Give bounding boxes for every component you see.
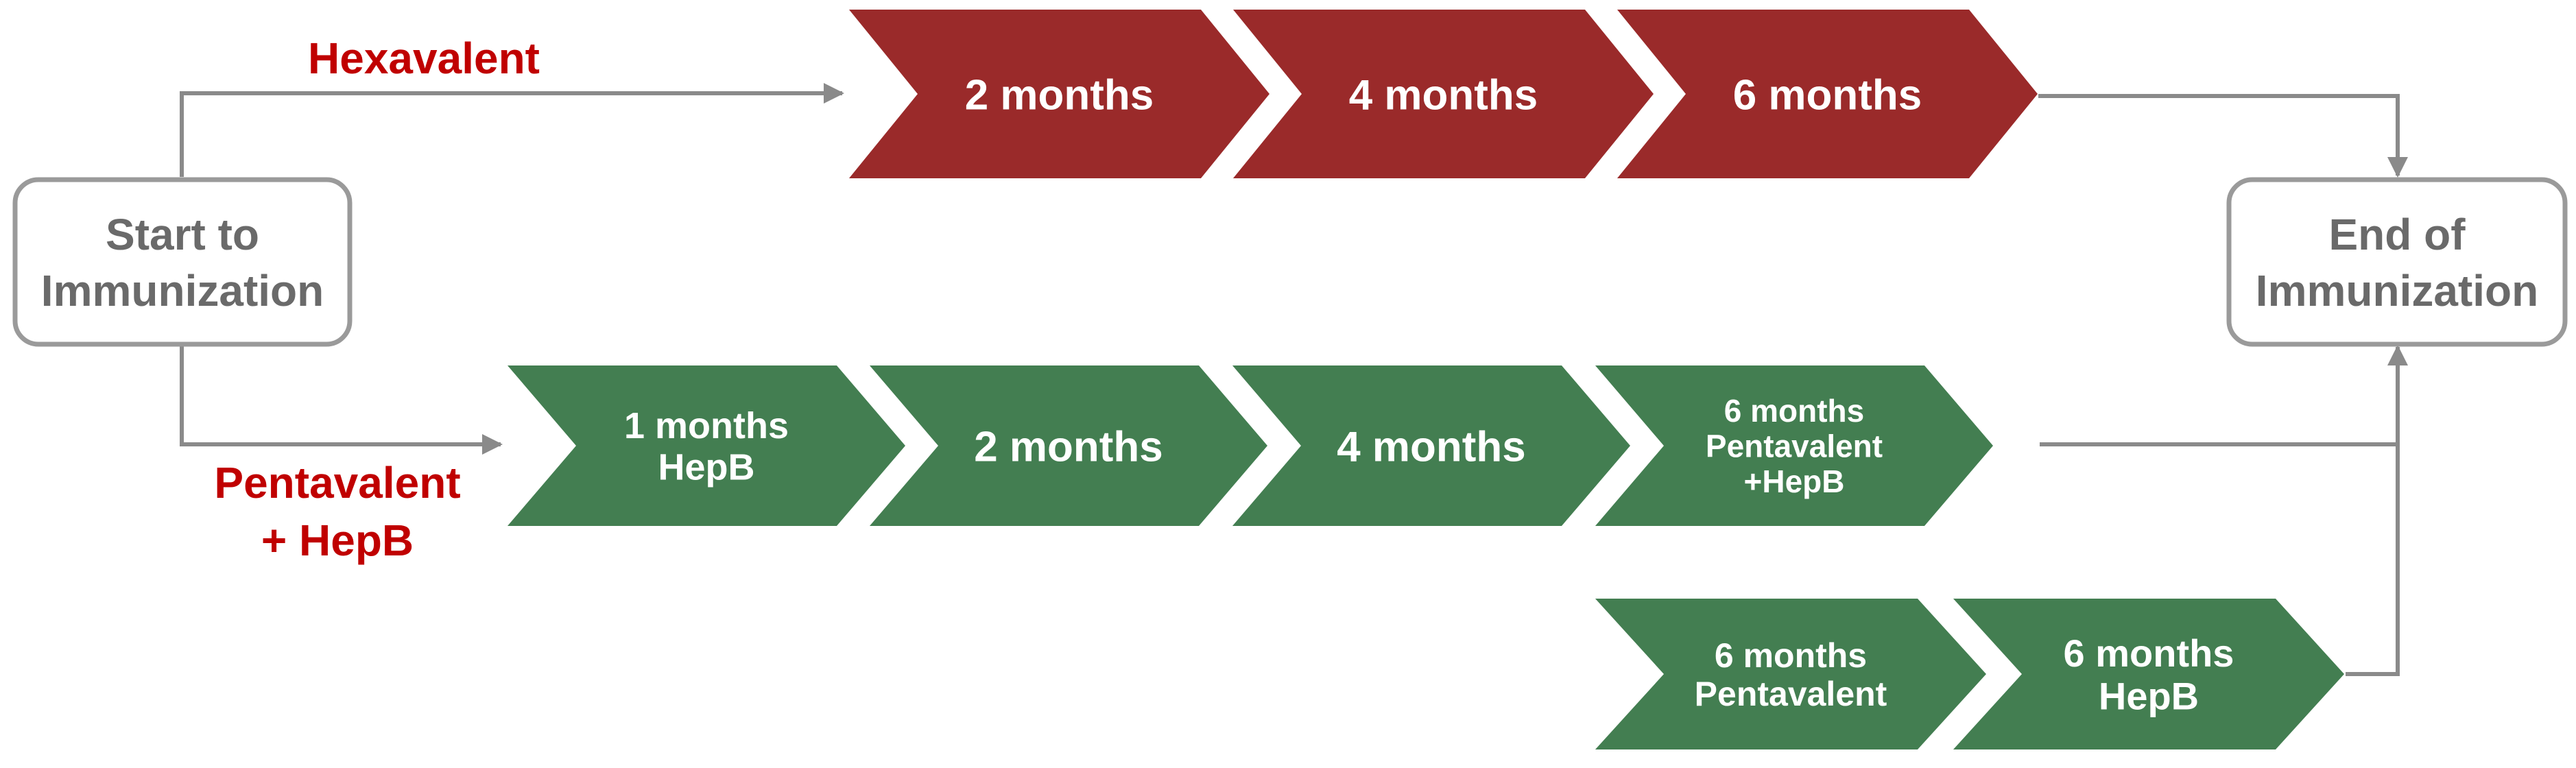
start-to-hexavalent-arrow	[180, 83, 844, 177]
alt-chevron-2	[1953, 599, 2344, 749]
hexavalent-step-1-text-line-1: 2 months	[965, 71, 1154, 119]
hexavalent-chevron-2	[1233, 10, 1654, 178]
alt-step-2-text-line-1: 6 months	[2064, 632, 2234, 675]
pentavalent-step-1-text-line-2: HepB	[658, 447, 754, 488]
start-to-pentavalent-arrow	[180, 346, 503, 455]
pentavalent-step-3-text-line-1: 4 months	[1337, 423, 1526, 470]
pentavalent-chevron-3	[1232, 365, 1630, 526]
connector-lines	[180, 83, 2408, 676]
pentavalent-step-4-text-line-3: +HepB	[1744, 464, 1845, 499]
pentavalent-label-line-1: Pentavalent	[214, 458, 460, 507]
pentavalent-label-line-2: + HepB	[261, 516, 414, 565]
pentavalent-step-4-text-line-1: 6 months	[1724, 393, 1864, 429]
start-box	[12, 177, 353, 347]
hexavalent-step-3-text-line-1: 6 months	[1733, 71, 1922, 119]
pentavalent-chevron-2	[870, 365, 1267, 526]
hexavalent-chevron-3	[1617, 10, 2038, 178]
hexavalent-label-line-1: Hexavalent	[308, 34, 540, 83]
terminal-boxes: Start to Immunization End of Immunization	[12, 177, 2568, 347]
alt-step-1-text-line-2: Pentavalent	[1695, 675, 1887, 713]
alt-step-1-text-line-1: 6 months	[1715, 636, 1867, 675]
hexavalent-step-2-text-line-1: 4 months	[1349, 71, 1538, 119]
pentavalent-step-2-text-line-1: 2 months	[974, 423, 1163, 470]
pentavalent-step-1-text-line-1: 1 months	[624, 405, 789, 446]
pentavalent-chevron-4	[1595, 365, 1993, 526]
hexavalent-chevron-1	[849, 10, 1269, 178]
pentavalent-chevron-1	[508, 365, 905, 526]
alt-chevron-1	[1595, 599, 1986, 749]
end-box-text-line-2: Immunization	[2256, 266, 2538, 315]
start-box-text-line-1: Start to	[106, 210, 259, 259]
alt-step-2-text-line-2: HepB	[2099, 675, 2199, 718]
start-box-text-line-2: Immunization	[41, 266, 324, 315]
alt-route-to-end-arrow	[2346, 345, 2408, 676]
hexavalent-to-end-arrow	[2038, 94, 2408, 178]
pentavalent-step-4-text-line-2: Pentavalent	[1706, 429, 1883, 464]
end-box	[2226, 177, 2568, 347]
end-box-text-line-1: End of	[2328, 210, 2466, 259]
